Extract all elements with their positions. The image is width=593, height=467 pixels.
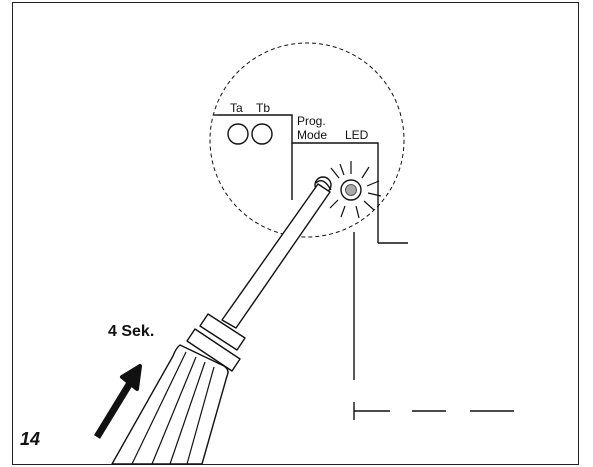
figure-frame: [12, 2, 579, 465]
terminal-ta: [227, 123, 249, 145]
label-ta: Ta: [230, 101, 243, 115]
leader-line: [353, 232, 514, 420]
terminal-tb: [251, 123, 273, 145]
label-mode: Mode: [297, 128, 327, 142]
arrow-up-right-icon: [94, 364, 142, 439]
label-prog: Prog.: [297, 114, 326, 128]
screwdriver-icon: [111, 180, 332, 465]
led-light-icon: [329, 161, 382, 219]
figure-number: 14: [20, 429, 40, 449]
label-tb: Tb: [256, 101, 270, 115]
duration-label: 4 Sek.: [108, 323, 154, 340]
label-led: LED: [345, 128, 369, 142]
circuit-board: [214, 114, 408, 244]
detail-magnifier-circle: [209, 42, 405, 238]
